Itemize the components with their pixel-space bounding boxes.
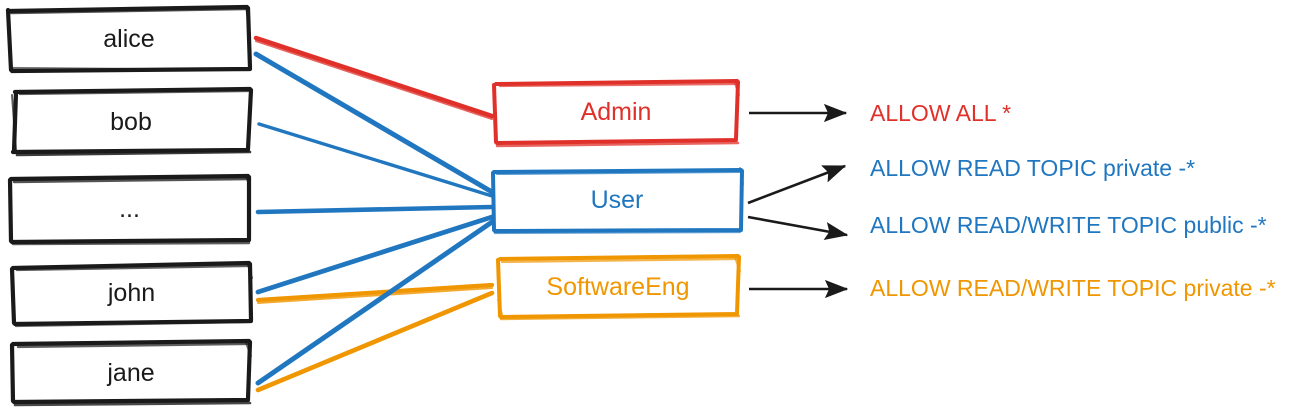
link-alice-user [253,51,495,195]
role-box-user[interactable] [491,167,744,235]
permission-label-allow-all: ALLOW ALL * [870,100,1012,126]
user-box-john[interactable] [9,260,254,328]
role-box-softwareeng[interactable] [496,254,741,321]
link-bob-user [257,122,494,198]
link-jane-user [255,219,495,386]
user-box-alice[interactable] [5,4,253,74]
user-box-jane[interactable] [9,338,253,407]
arrow-user-to-allow-read-topic-private [747,164,847,205]
user-box-ellipsis[interactable] [7,173,252,246]
link-alice-admin [253,35,495,120]
user-box-bob[interactable] [10,86,254,157]
arrow-user-to-allow-readwrite-topic-public [747,215,849,240]
permission-label-allow-readwrite-topic-private: ALLOW READ/WRITE TOPIC private -* [870,275,1276,301]
link-john-softwareeng [255,282,495,304]
link-ellipsis-user [255,204,495,215]
permission-label-allow-read-topic-private: ALLOW READ TOPIC private -* [870,155,1196,181]
link-jane-softwareeng [255,290,495,393]
role-box-admin[interactable] [492,79,740,148]
link-john-user [255,214,495,295]
permission-label-allow-readwrite-topic-public: ALLOW READ/WRITE TOPIC public -* [870,212,1267,238]
